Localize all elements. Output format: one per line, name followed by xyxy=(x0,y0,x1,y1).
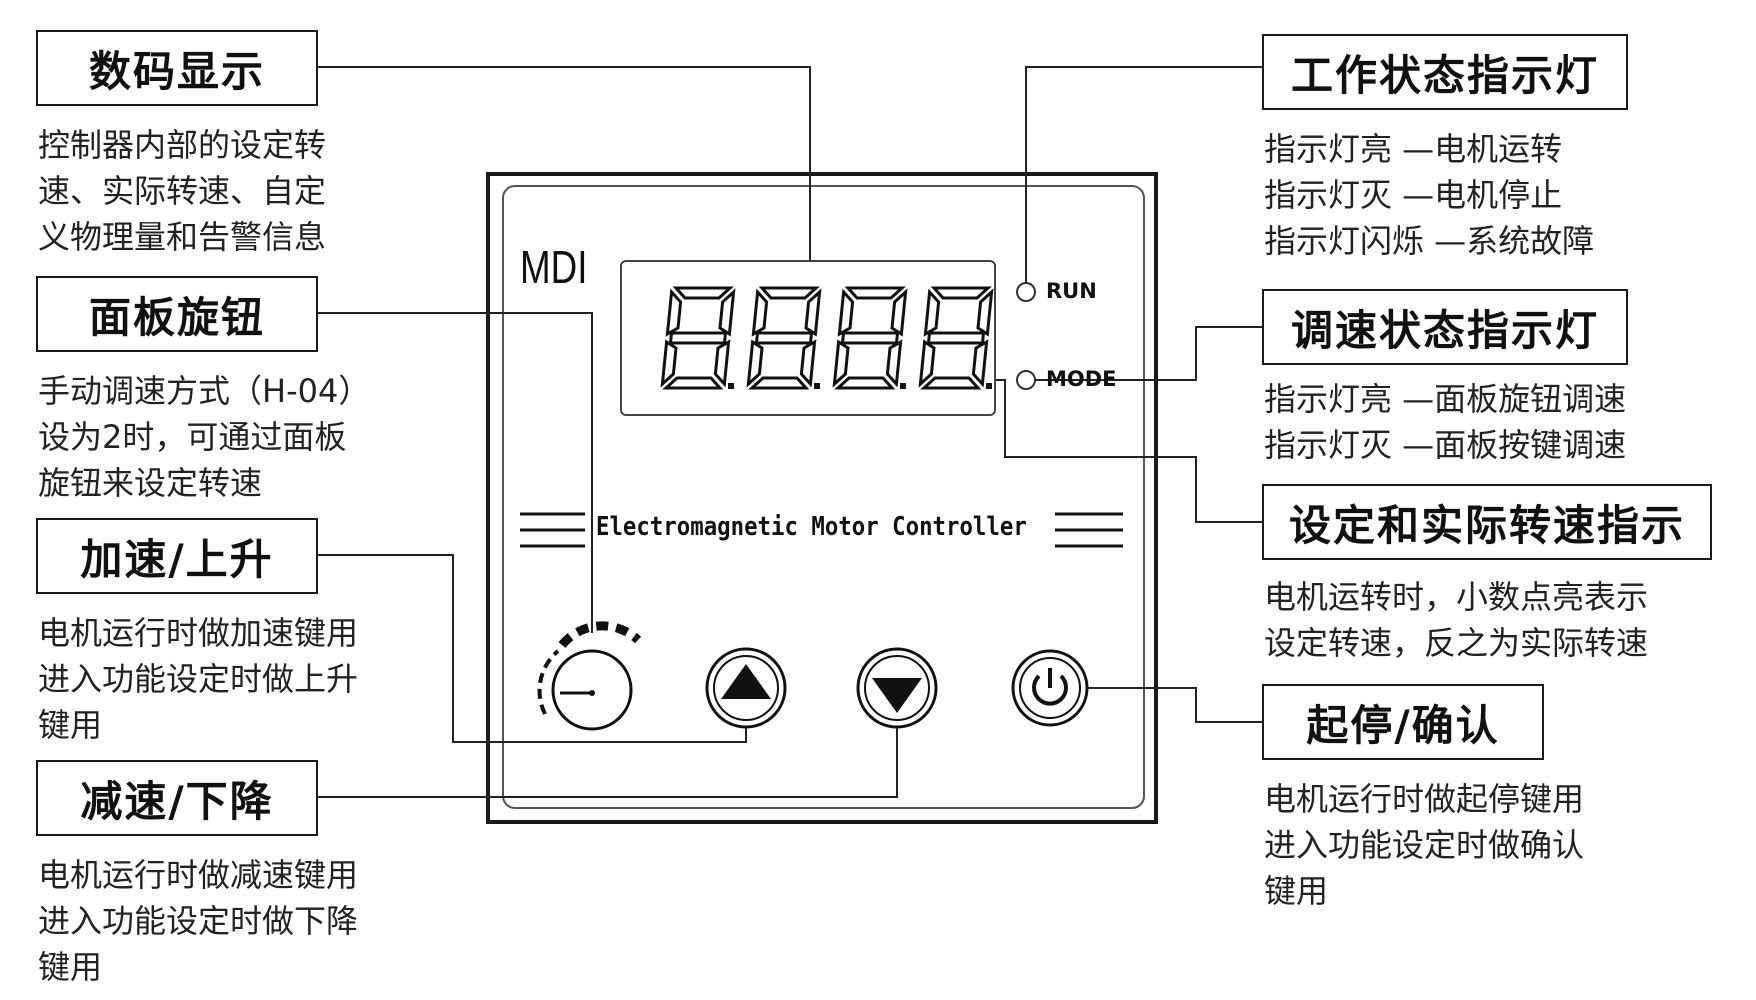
decimal-point xyxy=(900,383,906,389)
start-stop-confirm-desc: 电机运行时做起停键用 进入功能设定时做确认 键用 xyxy=(1264,776,1584,914)
panel-knob-label: 面板旋钮 xyxy=(36,276,318,352)
desc-line: 指示灯闪烁 —系统故障 xyxy=(1264,222,1595,260)
run-indicator-light xyxy=(1016,282,1036,302)
down-button[interactable] xyxy=(858,649,936,727)
decimal-point xyxy=(728,383,734,389)
desc-line: 旋钮来设定转速 xyxy=(38,464,263,502)
run-indicator-label: RUN xyxy=(1046,279,1097,303)
desc-line: 指示灯亮 —面板旋钮调速 xyxy=(1264,380,1627,418)
desc-line: 进入功能设定时做下降 xyxy=(38,902,359,940)
set-actual-speed-desc: 电机运转时，小数点亮表示 设定转速，反之为实际转速 xyxy=(1264,574,1648,666)
seven-segment-digits xyxy=(660,286,994,390)
panel-knob[interactable] xyxy=(540,636,646,742)
desc-line: 电机运转时，小数点亮表示 xyxy=(1264,578,1649,616)
desc-line: 义物理量和告警信息 xyxy=(38,218,327,256)
desc-line: 键用 xyxy=(1264,872,1329,910)
desc-line: 键用 xyxy=(38,948,103,986)
desc-line: 速、实际转速、自定 xyxy=(38,172,327,210)
title-bars-left xyxy=(520,512,585,548)
mode-indicator-label: MODE xyxy=(1046,367,1117,391)
desc-line: 指示灯亮 —电机运转 xyxy=(1264,130,1563,168)
decel-down-desc: 电机运行时做减速键用 进入功能设定时做下降 键用 xyxy=(38,852,358,990)
seven-segment-digit xyxy=(660,286,736,390)
desc-line: 控制器内部的设定转 xyxy=(38,126,327,164)
desc-line: 手动调速方式（H-04） xyxy=(38,372,371,410)
mode-indicator-light xyxy=(1016,370,1036,390)
desc-line: 电机运行时做起停键用 xyxy=(1264,780,1585,818)
desc-line: 设为2时，可通过面板 xyxy=(38,418,347,456)
desc-line: 进入功能设定时做上升 xyxy=(38,660,359,698)
digital-display-label: 数码显示 xyxy=(36,30,318,106)
set-actual-speed-label: 设定和实际转速指示 xyxy=(1262,484,1712,560)
title-bars-right xyxy=(1055,512,1123,548)
brand-logo: MDI xyxy=(520,241,588,293)
work-status-light-label: 工作状态指示灯 xyxy=(1262,34,1628,110)
panel-title: Electromagnetic Motor Controller xyxy=(596,512,1027,542)
speed-mode-light-desc: 指示灯亮 —面板旋钮调速 指示灯灭 —面板按键调速 xyxy=(1264,376,1626,468)
digital-display-panel xyxy=(620,260,996,416)
decel-down-label: 减速/下降 xyxy=(36,760,318,836)
up-button[interactable] xyxy=(707,649,785,727)
work-status-light-desc: 指示灯亮 —电机运转 指示灯灭 —电机停止 指示灯闪烁 —系统故障 xyxy=(1264,126,1594,264)
desc-line: 键用 xyxy=(38,706,103,744)
start-stop-button[interactable] xyxy=(1013,651,1087,725)
desc-line: 进入功能设定时做确认 xyxy=(1264,826,1585,864)
decimal-point xyxy=(986,383,992,389)
desc-line: 设定转速，反之为实际转速 xyxy=(1264,624,1649,662)
accel-up-label: 加速/上升 xyxy=(36,518,318,594)
digital-display-desc: 控制器内部的设定转 速、实际转速、自定 义物理量和告警信息 xyxy=(38,122,326,260)
start-stop-confirm-label: 起停/确认 xyxy=(1262,684,1544,760)
desc-line: 指示灯灭 —电机停止 xyxy=(1264,176,1563,214)
seven-segment-digit xyxy=(746,286,822,390)
panel-knob-desc: 手动调速方式（H-04） 设为2时，可通过面板 旋钮来设定转速 xyxy=(38,368,370,506)
decimal-point xyxy=(814,383,820,389)
seven-segment-digit xyxy=(832,286,908,390)
seven-segment-digit xyxy=(918,286,994,390)
desc-line: 指示灯灭 —面板按键调速 xyxy=(1264,426,1627,464)
desc-line: 电机运行时做加速键用 xyxy=(38,614,359,652)
connector-lines xyxy=(318,66,1262,798)
accel-up-desc: 电机运行时做加速键用 进入功能设定时做上升 键用 xyxy=(38,610,358,748)
desc-line: 电机运行时做减速键用 xyxy=(38,856,359,894)
speed-mode-light-label: 调速状态指示灯 xyxy=(1262,289,1628,365)
